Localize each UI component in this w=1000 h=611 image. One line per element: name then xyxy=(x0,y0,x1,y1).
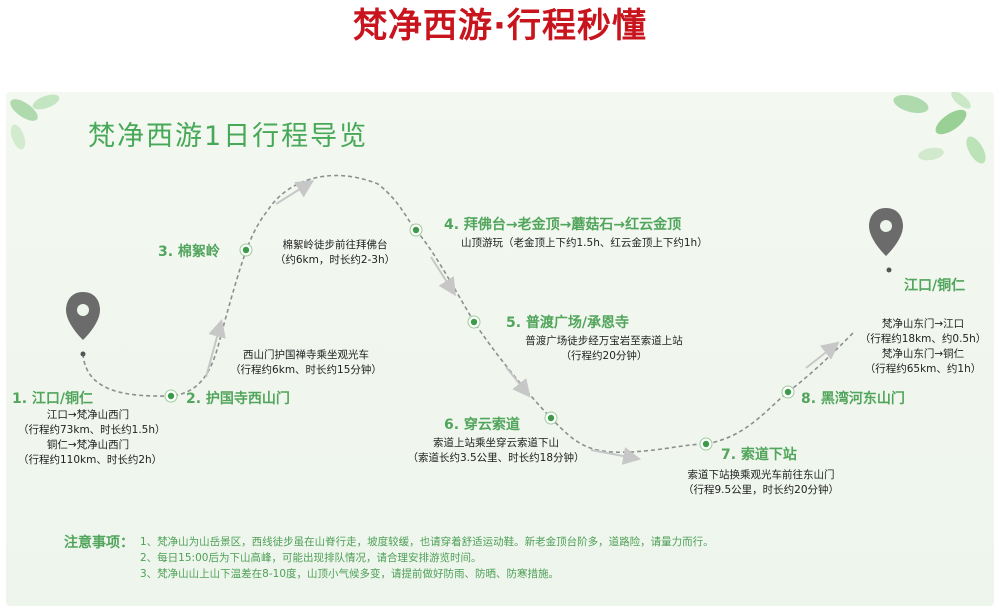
stop-3-label: 3. 棉絮岭 xyxy=(158,244,220,260)
stop-dot-6 xyxy=(544,411,558,425)
stop-dot-4 xyxy=(409,223,423,237)
route-path xyxy=(82,174,855,454)
stop-4-label: 4. 拜佛台→老金顶→蘑菇石→红云金顶 xyxy=(444,217,682,233)
stop-6-label: 6. 穿云索道 xyxy=(444,417,520,433)
stop-5-label: 5. 普渡广场/承恩寺 xyxy=(506,315,630,331)
itinerary-heading: 梵净西游1日行程导览 xyxy=(88,121,369,152)
stop-3-desc: 棉絮岭徒步前往拜佛台（约6km，时长约2-3h） xyxy=(274,239,396,266)
stop-2-desc: 西山门护国禅寺乘坐观光车（行程约6km、时长约15分钟） xyxy=(230,349,382,376)
itinerary-panel: 梵净西游1日行程导览 1. 江口/铜仁 江口→梵净山西门（行程约73km、时长约… xyxy=(6,92,994,606)
stop-dot-3 xyxy=(239,243,253,257)
page-title: 梵净西游·行程秒懂 xyxy=(353,6,647,46)
stop-2-label: 2. 护国寺西山门 xyxy=(186,391,290,407)
stop-4-desc: 山顶游玩（老金顶上下约1.5h、红云金顶上下约1h） xyxy=(461,237,708,249)
stop-6-desc: 索道上站乘坐穿云索道下山（索道长约3.5公里、时长约18分钟） xyxy=(407,437,585,464)
stop-1-desc: 江口→梵净山西门（行程约73km、时长约1.5h） 铜仁→梵净山西门（行程约11… xyxy=(18,409,166,466)
stop-7-label: 7. 索道下站 xyxy=(721,447,797,463)
stop-dot-7 xyxy=(699,437,713,451)
route-arrows xyxy=(205,180,840,465)
stop-dot-5 xyxy=(467,315,481,329)
stop-1-label: 1. 江口/铜仁 xyxy=(12,391,94,407)
stop-markers xyxy=(164,223,795,451)
end-pin-icon xyxy=(869,208,903,273)
route-map xyxy=(10,92,986,465)
end-desc: 梵净山东门→江口（行程约18km、约0.5h） 梵净山东门→铜仁（行程约65km… xyxy=(859,318,987,375)
stop-dot-2 xyxy=(164,389,178,403)
stop-8-label: 8. 黑湾河东山门 xyxy=(801,391,905,407)
note-3: 3、梵净山山上山下温差在8-10度，山顶小气候多变，请提前做好防雨、防晒、防寒措… xyxy=(140,568,560,580)
leaf-decoration-icon xyxy=(10,92,986,164)
stop-dot-8 xyxy=(781,385,795,399)
note-1: 1、梵净山为山岳景区，西线徒步虽在山脊行走，坡度较缓，也请穿着舒适运动鞋。新老金… xyxy=(140,536,714,548)
notes-title: 注意事项： xyxy=(64,535,134,551)
start-pin-icon xyxy=(66,292,100,357)
stop-5-desc: 普渡广场徒步经万宝岩至索道上站（行程约20分钟） xyxy=(525,335,683,362)
stop-7-desc: 索道下站换乘观光车前往东山门（行程9.5公里，时长约20分钟） xyxy=(682,469,840,496)
note-2: 2、每日15:00后为下山高峰，可能出现排队情况，请合理安排游览时间。 xyxy=(140,552,482,564)
end-label: 江口/铜仁 xyxy=(904,278,966,294)
